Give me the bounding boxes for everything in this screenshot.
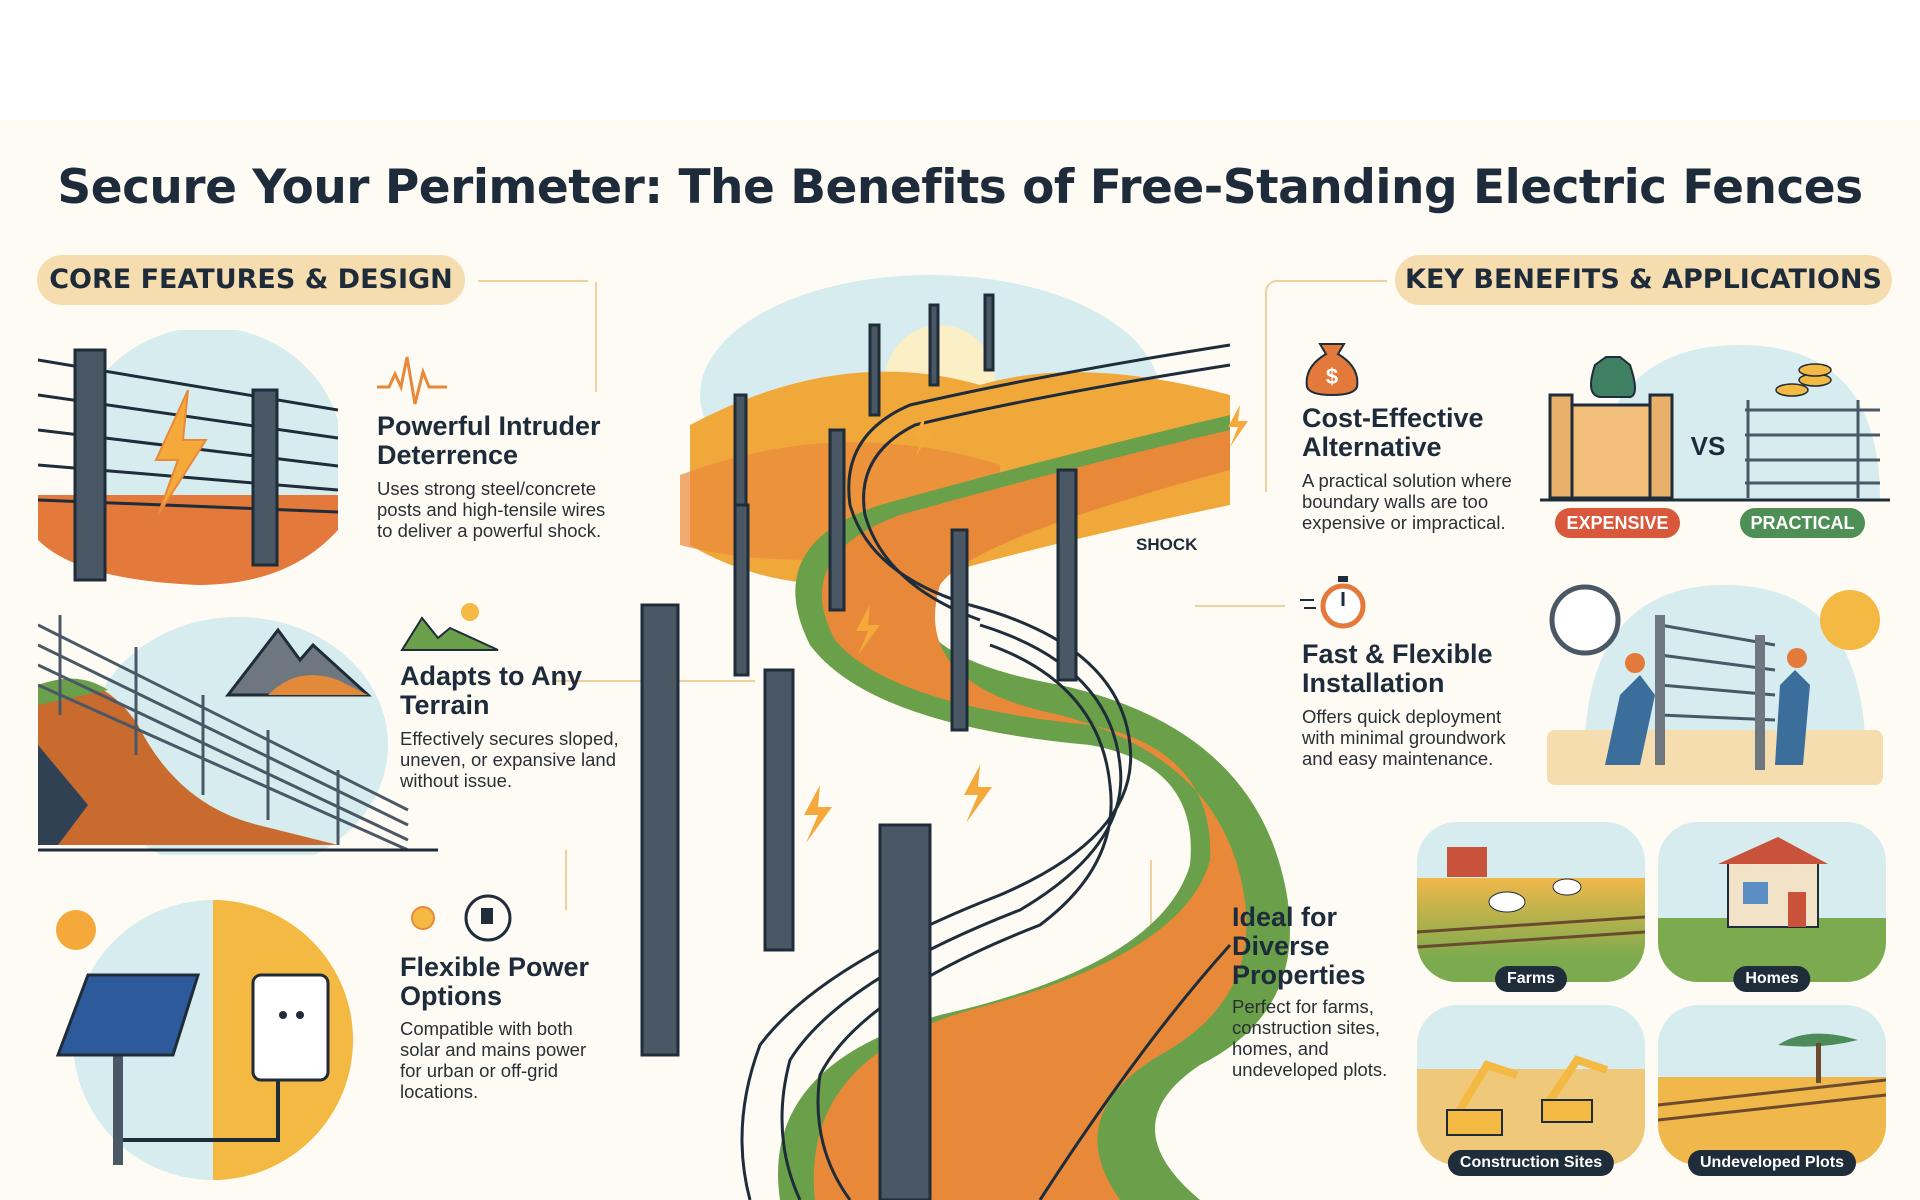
feature-description: Effectively secures sloped,uneven, or ex…: [400, 728, 619, 791]
benefit-description: Perfect for farms,construction sites,hom…: [1232, 996, 1388, 1080]
winding-fence-landscape-illustration: [640, 275, 1290, 1200]
page-title: Secure Your Perimeter: The Benefits of F…: [57, 160, 1863, 215]
farms-thumbnail: [1417, 822, 1645, 982]
feature-title: Adapts to Any Terrain: [400, 661, 582, 720]
svg-text:$: $: [1326, 364, 1338, 389]
connector-line: [565, 850, 567, 910]
money-bag-icon: $: [1305, 343, 1359, 397]
stopwatch-icon: [1300, 576, 1366, 629]
connector-line: [1265, 280, 1387, 492]
feature-title: Flexible Power Options: [400, 952, 590, 1011]
undeveloped-plots-label: Undeveloped Plots: [1687, 1150, 1857, 1176]
fence-shock-illustration: [38, 330, 338, 585]
undeveloped-plots-thumbnail: [1658, 1005, 1886, 1165]
pulse-icon: [377, 356, 447, 405]
shock-label: SHOCK: [1136, 535, 1198, 554]
mountain-icon: [400, 603, 499, 651]
expensive-badge: EXPENSIVE: [1555, 508, 1680, 538]
connector-line: [1195, 605, 1285, 607]
workers-installing-fence-illustration: [1547, 584, 1883, 785]
connector-line: [478, 280, 588, 282]
homes-label: Homes: [1733, 966, 1811, 992]
connector-line: [1150, 860, 1152, 980]
sun-plug-icon: [411, 894, 512, 942]
section-header-key-benefits: KEY BENEFITS & APPLICATIONS: [1395, 255, 1892, 305]
benefit-title: Cost-Effective Alternative: [1302, 403, 1484, 462]
practical-badge: PRACTICAL: [1740, 508, 1865, 538]
vs-label: VS: [1691, 431, 1726, 461]
construction-sites-thumbnail: [1417, 1005, 1645, 1165]
wall-vs-fence-illustration: VS: [1540, 345, 1890, 502]
benefit-title: Ideal for Diverse Properties: [1232, 902, 1366, 990]
top-margin: [0, 0, 1920, 120]
homes-thumbnail: [1658, 822, 1886, 982]
terrain-fence-illustration: [38, 615, 438, 855]
section-header-core-features: CORE FEATURES & DESIGN: [37, 255, 465, 305]
connector-line: [595, 282, 597, 392]
construction-sites-label: Construction Sites: [1447, 1150, 1615, 1176]
feature-title: Powerful Intruder Deterrence: [377, 411, 601, 470]
benefit-title: Fast & Flexible Installation: [1302, 639, 1493, 698]
solar-mains-power-illustration: [55, 900, 353, 1180]
farms-label: Farms: [1494, 966, 1568, 992]
